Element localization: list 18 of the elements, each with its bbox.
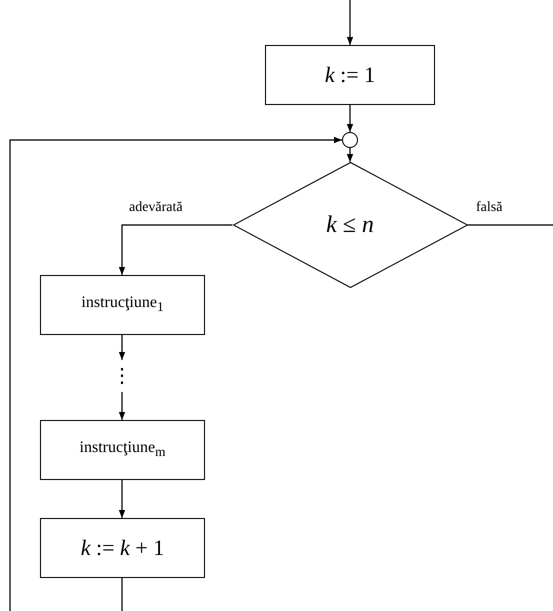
arrow	[346, 0, 354, 45]
process-box	[265, 45, 435, 105]
node-text: k := k + 1	[80, 535, 164, 561]
process-box	[40, 420, 205, 480]
arrow	[118, 480, 126, 518]
arrow	[118, 335, 126, 360]
node-text: k := 1	[324, 62, 376, 88]
node-text: instrucţiune$_{1}$	[81, 294, 164, 316]
ellipsis-text: ⋮	[112, 366, 132, 386]
node-text: k ≤ n	[326, 212, 374, 238]
arrow	[118, 224, 232, 275]
arrow	[346, 148, 354, 162]
process-box	[40, 275, 205, 335]
arrow	[346, 105, 354, 132]
node-text: instrucţiune$_{m}$	[80, 439, 166, 461]
process-box	[40, 518, 205, 578]
arrow	[118, 392, 126, 420]
arrow	[9, 136, 342, 611]
